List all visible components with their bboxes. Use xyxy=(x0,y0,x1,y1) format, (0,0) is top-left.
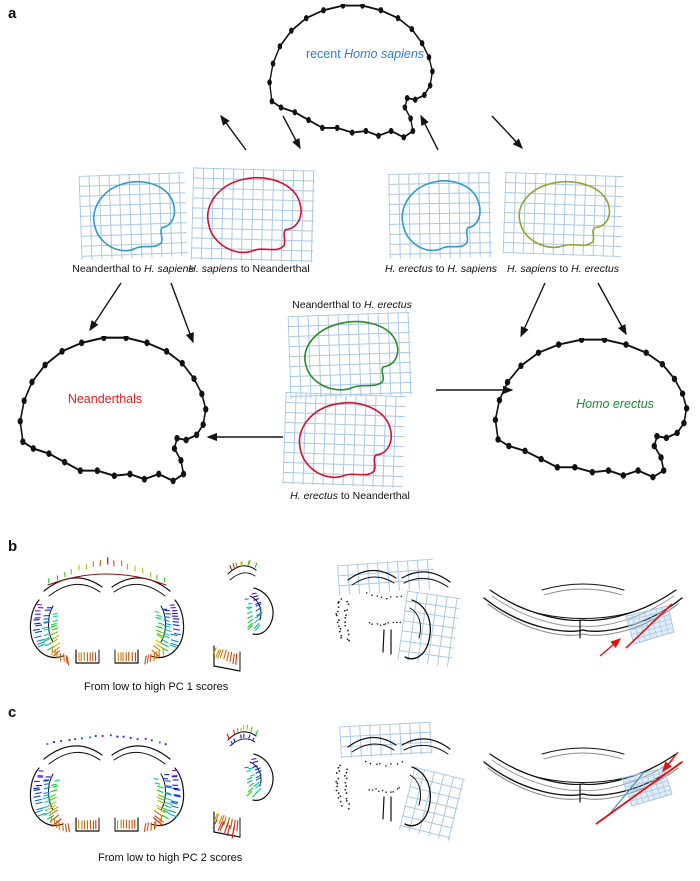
caption-neanderthal-to-sapiens: Neanderthal to H. sapiens xyxy=(72,263,194,275)
transformation-arrows xyxy=(89,114,627,442)
cranial-outline-blue xyxy=(79,172,188,260)
tps-grid-erectus-to-sapiens xyxy=(388,172,492,259)
label-neanderthals: Neanderthals xyxy=(67,392,143,406)
panel-c-vector-field-large xyxy=(29,734,185,833)
skull-outline-erectus xyxy=(492,338,690,481)
panel-b-vector-field-large xyxy=(29,557,185,666)
cranial-outline-blue xyxy=(388,172,491,259)
cranial-outline-red xyxy=(191,167,315,262)
panel-b-vector-field-small xyxy=(212,559,274,672)
panel-c-outline-comparison xyxy=(483,747,683,825)
skull-outline-neanderthal xyxy=(17,336,209,485)
cranial-outline-green xyxy=(288,312,413,399)
caption-erectus-to-neanderthal: H. erectus to Neanderthal xyxy=(290,490,410,502)
tps-grid-neanderthal-to-sapiens xyxy=(78,172,188,260)
caption-neanderthal-to-erectus: Neanderthal to H. erectus xyxy=(292,299,412,311)
caption-sapiens-to-erectus: H. sapiens to H. erectus xyxy=(506,263,620,275)
skull-outline-sapiens xyxy=(267,4,435,141)
panel-c-grid-overlay xyxy=(335,736,451,827)
caption-pc1: From low to high PC 1 scores xyxy=(84,681,229,693)
cranial-outline-red xyxy=(282,392,405,488)
caption-pc2: From low to high PC 2 scores xyxy=(98,852,243,864)
caption-sapiens-to-neanderthal: H. sapiens to Neanderthal xyxy=(188,263,310,275)
tps-grid-neanderthal-to-erectus xyxy=(287,311,413,400)
panel-label-b: b xyxy=(8,538,18,555)
panel-label-c: c xyxy=(8,704,17,721)
tps-grid-erectus-to-neanderthal xyxy=(282,391,406,489)
panel-c-grid-figure xyxy=(312,714,465,850)
panel-c-vector-field-small xyxy=(212,724,274,839)
panel-label-a: a xyxy=(8,5,17,22)
tps-grid-sapiens-to-erectus xyxy=(502,171,624,258)
tps-grid-sapiens-to-neanderthal xyxy=(190,167,316,263)
panel-b-grid-figure xyxy=(312,550,464,680)
caption-erectus-to-sapiens: H. erectus to H. sapiens xyxy=(384,263,498,275)
panel-b-grid-overlay xyxy=(335,569,451,660)
cranial-outline-olive xyxy=(503,172,624,257)
label-homo-erectus: Homo erectus xyxy=(576,397,654,411)
label-recent-homo-sapiens: recent Homo sapiens xyxy=(305,47,425,61)
panel-b-outline-comparison xyxy=(483,583,683,657)
